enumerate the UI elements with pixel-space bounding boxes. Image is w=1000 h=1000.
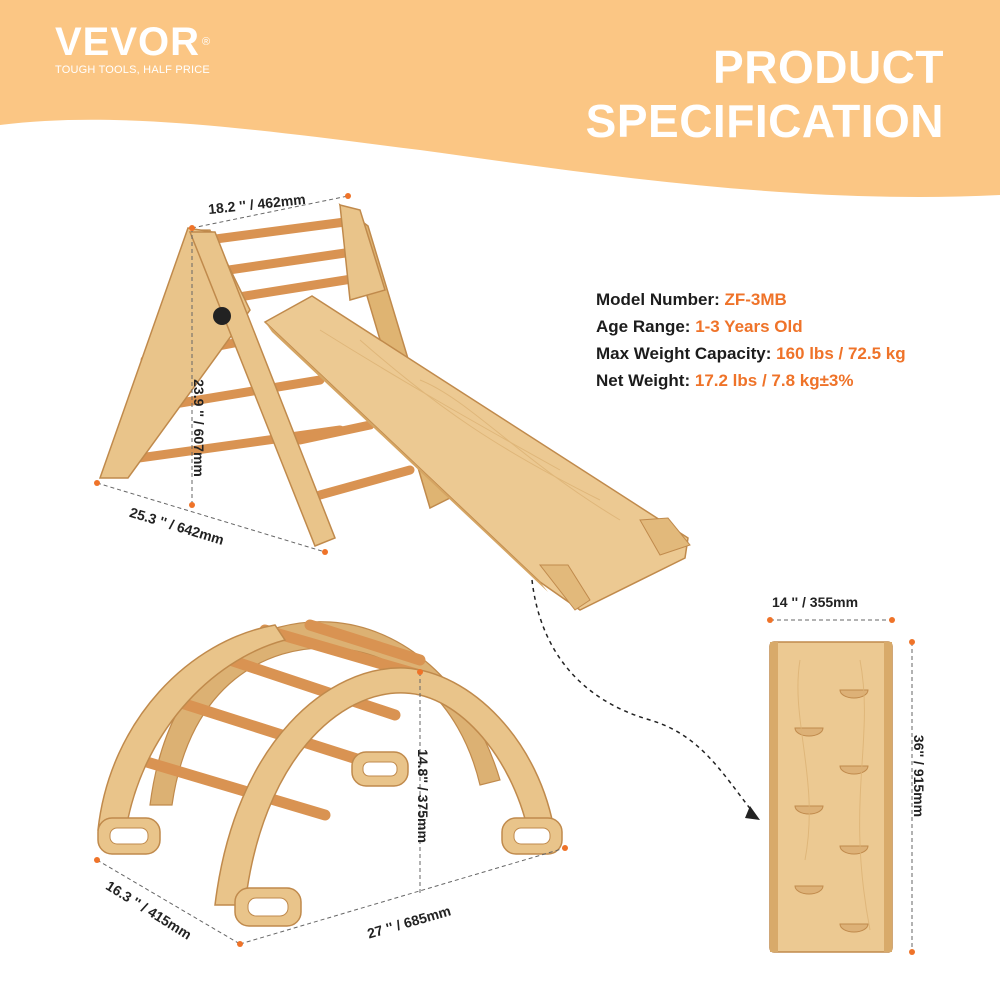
spec-value-age: 1-3 Years Old [695,317,803,336]
spec-label-model: Model Number [596,290,715,309]
spec-row-age: Age Range: 1-3 Years Old [596,317,803,336]
title-line-2: SPECIFICATION [585,95,944,147]
title-line-1: PRODUCT [713,41,944,93]
arch-dimension-lines [96,672,566,945]
ramp-board [769,641,893,953]
connector-arrow [531,579,756,816]
spec-row-capacity: Max Weight Capacity: 160 lbs / 72.5 kg [596,344,906,363]
spec-value-weight: 17.2 lbs / 7.8 kg±3% [694,371,854,390]
spec-list: Model Number: ZF-3MB Age Range: 1-3 Year… [596,286,906,394]
brand-name: VEVOR [55,20,201,64]
ramp-dimension-lines [770,619,913,952]
header-banner [0,0,1000,197]
spec-row-model: Model Number: ZF-3MB [596,290,787,309]
spec-value-model: ZF-3MB [724,290,787,309]
spec-value-capacity: 160 lbs / 72.5 kg [776,344,906,363]
dim-arch-height: 14.8'' / 375mm [414,749,431,843]
registered-mark: ® [202,36,212,48]
dim-ramp-width: 14 '' / 355mm [772,594,859,610]
spec-label-age: Age Range [596,317,685,336]
arch-climber [97,619,563,927]
brand-logo: VEVOR® TOUGH TOOLS, HALF PRICE [55,22,211,76]
dim-triangle-height: 23.9 '' / 607mm [190,379,207,477]
triangle-climber [98,203,691,611]
page-title: PRODUCT SPECIFICATION [586,40,944,148]
dim-ramp-length: 36'' / 915mm [911,734,928,818]
spec-label-weight: Net Weight [596,371,685,390]
spec-row-weight: Net Weight: 17.2 lbs / 7.8 kg±3% [596,371,854,390]
triangle-dimension-lines [96,195,349,553]
spec-label-capacity: Max Weight Capacity [596,344,766,363]
brand-tagline: TOUGH TOOLS, HALF PRICE [55,64,210,76]
